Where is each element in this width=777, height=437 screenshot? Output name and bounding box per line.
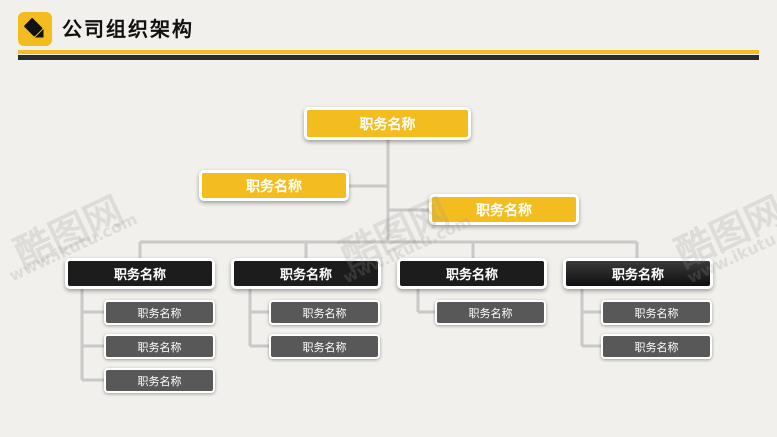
org-node-top: 职务名称 <box>304 107 471 140</box>
org-node-member: 职务名称 <box>104 334 215 359</box>
org-node-member: 职务名称 <box>269 300 380 325</box>
org-node-department-1: 职务名称 <box>65 258 215 289</box>
org-node-department-2: 职务名称 <box>231 258 381 289</box>
header-rule-dark <box>18 55 759 60</box>
org-node-member: 职务名称 <box>435 300 546 325</box>
org-node-assistant-2: 职务名称 <box>429 194 579 225</box>
org-node-member: 职务名称 <box>104 300 215 325</box>
org-node-member: 职务名称 <box>601 334 712 359</box>
org-node-member: 职务名称 <box>269 334 380 359</box>
org-node-department-4: 职务名称 <box>563 258 713 289</box>
org-node-member: 职务名称 <box>601 300 712 325</box>
pencil-icon <box>18 12 52 46</box>
org-node-member: 职务名称 <box>104 368 215 393</box>
header-rule-yellow <box>18 50 759 54</box>
org-node-assistant-1: 职务名称 <box>199 170 349 201</box>
page-title: 公司组织架构 <box>62 17 194 41</box>
org-node-department-3: 职务名称 <box>397 258 547 289</box>
